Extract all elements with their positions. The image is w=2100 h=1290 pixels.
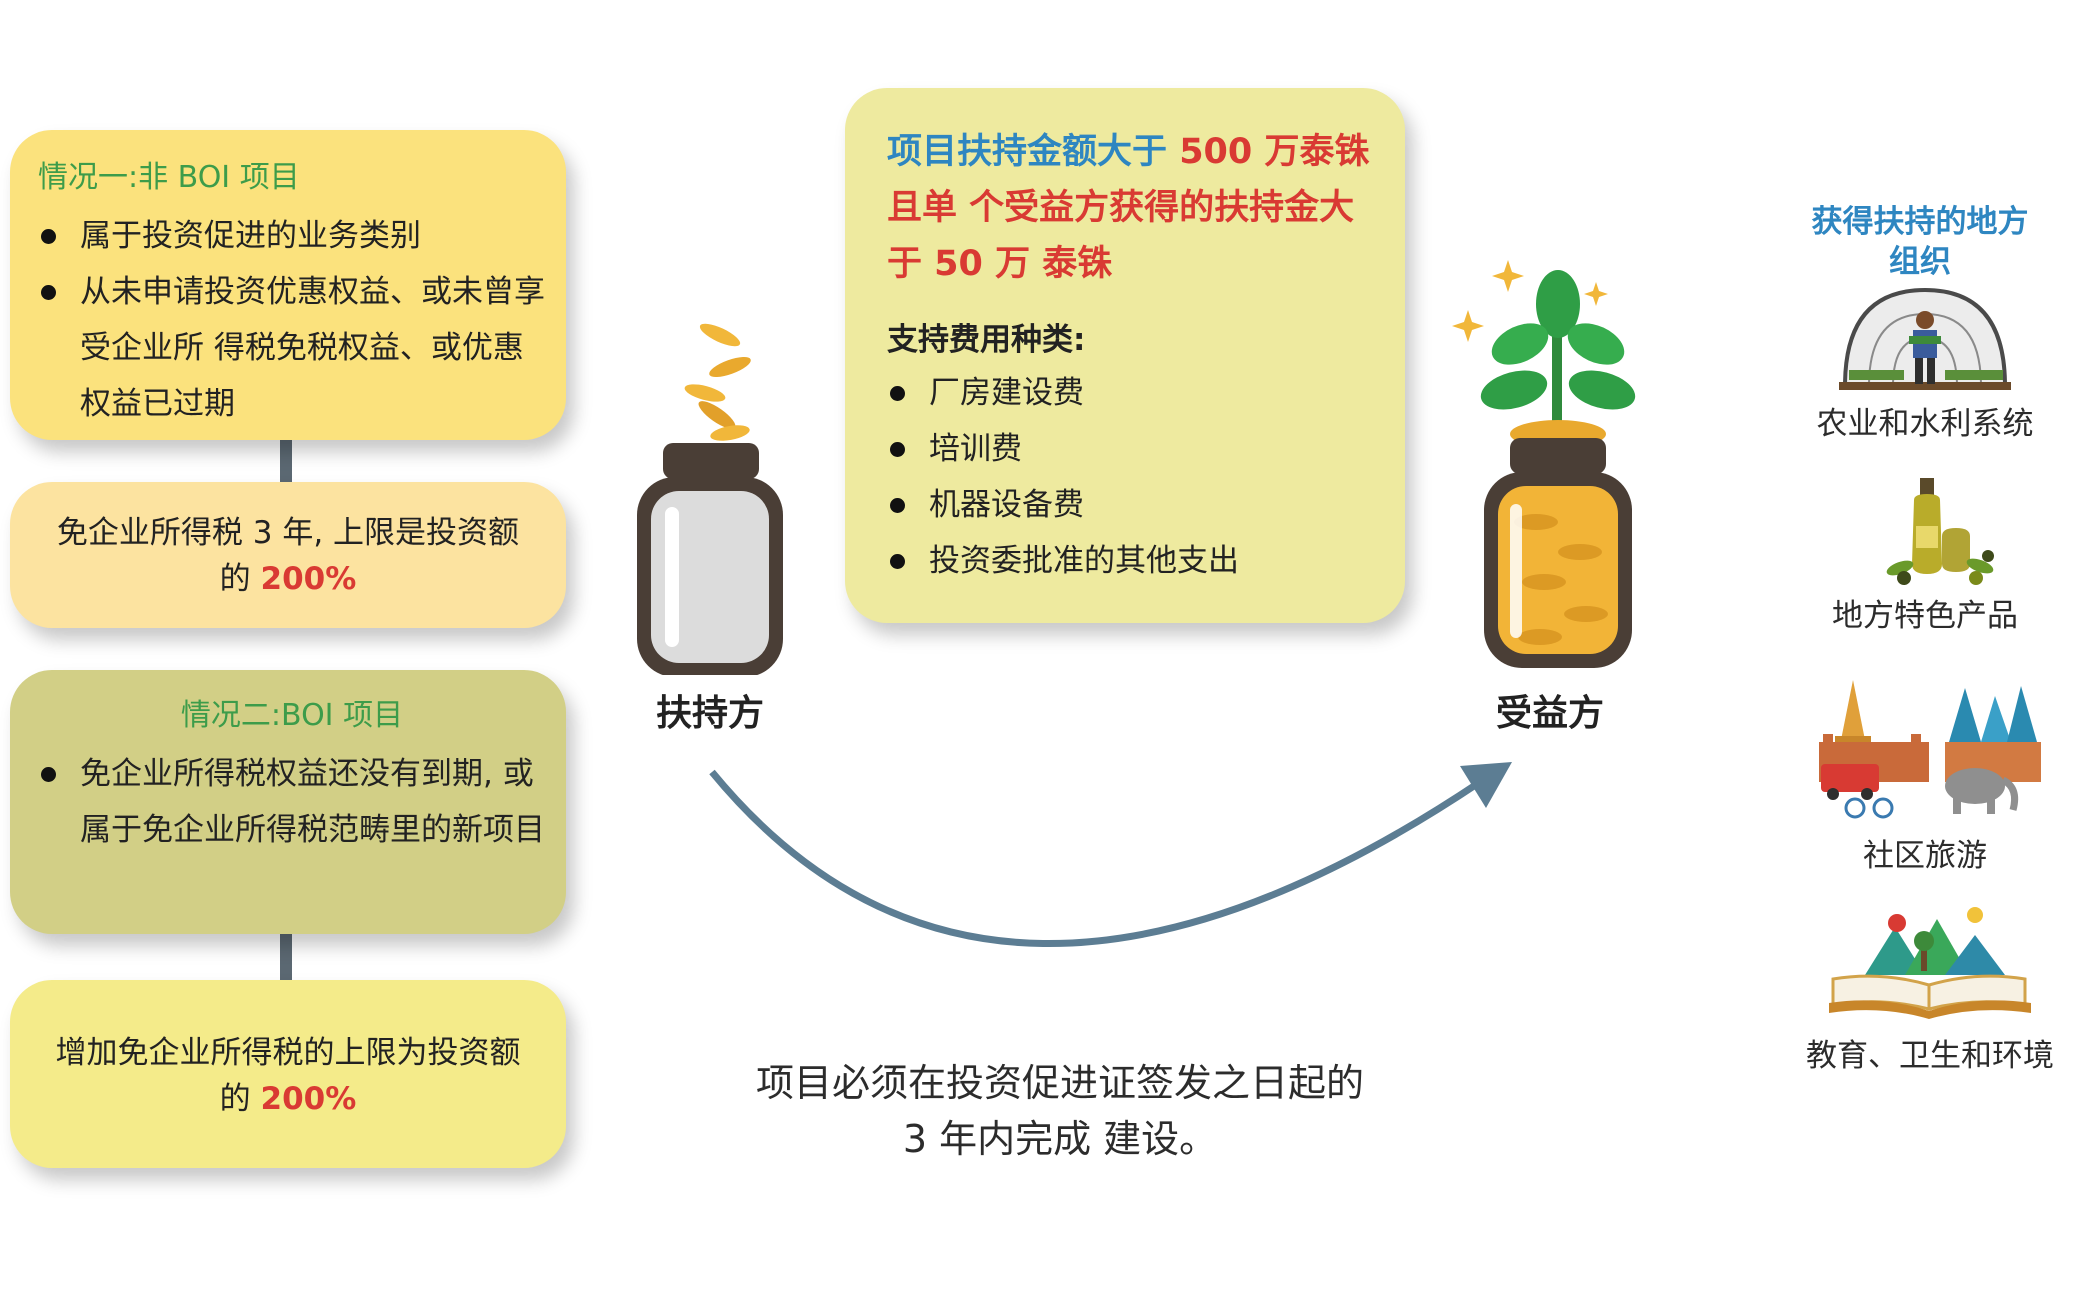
deadline-note-line1: 项目必须在投资促进证签发之日起的 — [755, 1061, 1364, 1105]
case1-title: 情况一:非 BOI 项目 — [38, 160, 300, 195]
condition-text: 项目扶持金额大于 500 万泰铢 且单 个受益方获得的扶持金大于 50 万 泰铢 — [887, 124, 1375, 292]
case1-bullet-list: 属于投资促进的业务类别 从未申请投资优惠权益、或未曾享受企业所 得税免税权益、或… — [38, 208, 546, 432]
connector-line-2 — [280, 934, 292, 980]
case2-benefit-line2: 的 200% — [30, 1076, 546, 1122]
condition-box: 项目扶持金额大于 500 万泰铢 且单 个受益方获得的扶持金大于 50 万 泰铢… — [845, 88, 1405, 623]
case1-benefit-highlight: 200% — [260, 561, 357, 597]
open-book-icon — [1825, 905, 2035, 1020]
olive-oil-icon — [1880, 476, 2000, 586]
case1-bullet: 从未申请投资优惠权益、或未曾享受企业所 得税免税权益、或优惠权益已过期 — [38, 264, 546, 432]
right-item-label: 教育、卫生和环境 — [1806, 1038, 2054, 1074]
connector-line-1 — [280, 440, 292, 482]
coin-jar-plant-icon — [1448, 252, 1668, 672]
case2-benefit-text: 增加免企业所得税的上限为投资额 — [55, 1035, 521, 1071]
condition-blue-text: 项目扶持金额大于 — [887, 132, 1168, 172]
expense-item: 培训费 — [887, 421, 1375, 477]
deadline-note: 项目必须在投资促进证签发之日起的 3 年内完成 建设。 — [700, 1055, 1420, 1167]
expense-item: 厂房建设费 — [887, 365, 1375, 421]
case2-benefit-box: 增加免企业所得税的上限为投资额 的 200% — [10, 980, 566, 1168]
beneficiary-label: 受益方 — [1495, 693, 1604, 734]
right-item-label: 社区旅游 — [1863, 838, 1987, 874]
deadline-note-line2: 3 年内完成 建设。 — [902, 1117, 1218, 1161]
right-column-title: 获得扶持的地方组织 — [1811, 204, 2029, 280]
case2-title: 情况二:BOI 项目 — [180, 698, 404, 733]
right-item-label: 农业和水利系统 — [1816, 406, 2034, 442]
expense-list: 厂房建设费 培训费 机器设备费 投资委批准的其他支出 — [887, 365, 1375, 589]
empty-jar-icon — [625, 315, 795, 677]
supporter-label: 扶持方 — [655, 693, 764, 734]
case1-benefit-box: 免企业所得税 3 年, 上限是投资额 的 200% — [10, 482, 566, 628]
case2-bullet: 免企业所得税权益还没有到期, 或属于免企业所得税范畴里的新项目 — [38, 746, 546, 858]
case1-box: 情况一:非 BOI 项目 属于投资促进的业务类别 从未申请投资优惠权益、或未曾享… — [10, 130, 566, 440]
case2-benefit-prefix: 的 — [219, 1081, 251, 1117]
condition-red-text: 500 万泰铢 且单 个受益方获得的扶持金大于 50 万 泰铢 — [887, 132, 1370, 284]
case1-bullet: 属于投资促进的业务类别 — [38, 208, 546, 264]
case2-bullet-list: 免企业所得税权益还没有到期, 或属于免企业所得税范畴里的新项目 — [38, 746, 546, 858]
case2-benefit-highlight: 200% — [260, 1081, 357, 1117]
case1-benefit-prefix: 的 — [219, 561, 251, 597]
temple-tourism-icon — [1815, 680, 2045, 820]
right-item-label: 地方特色产品 — [1832, 598, 2018, 634]
expense-item: 投资委批准的其他支出 — [887, 533, 1375, 589]
expense-title: 支持费用种类: — [887, 322, 1086, 358]
case1-benefit-text: 免企业所得税 3 年, 上限是投资额 — [56, 515, 520, 551]
flow-arrow — [709, 762, 1512, 947]
case1-benefit-line2: 的 200% — [30, 556, 546, 602]
case2-box: 情况二:BOI 项目 免企业所得税权益还没有到期, 或属于免企业所得税范畴里的新… — [10, 670, 566, 934]
greenhouse-farmer-icon — [1835, 282, 2015, 392]
expense-item: 机器设备费 — [887, 477, 1375, 533]
